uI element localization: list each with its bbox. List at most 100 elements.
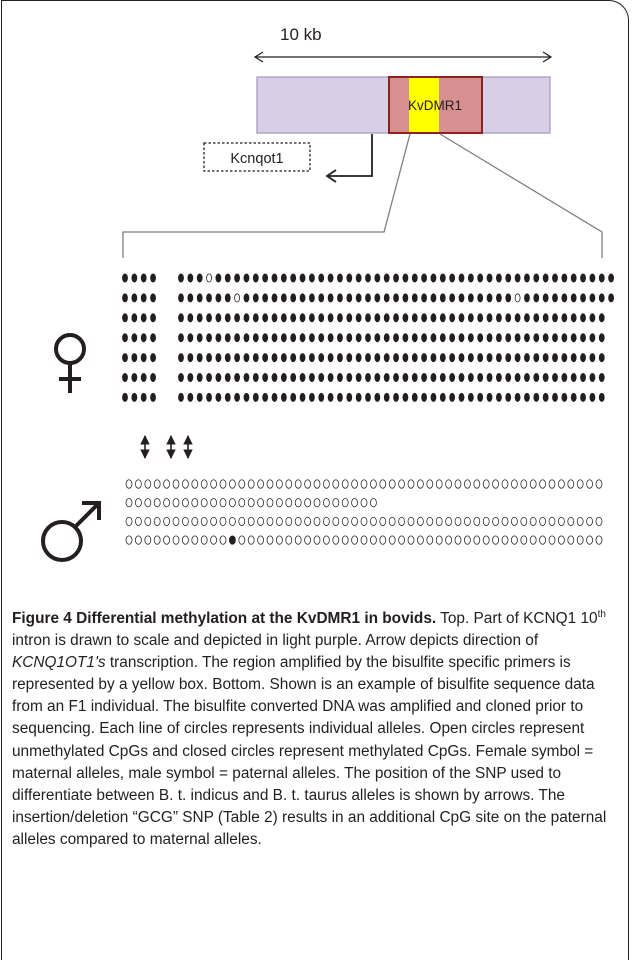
methylated-cpg [178, 273, 184, 283]
methylated-cpg [486, 392, 493, 402]
methylated-cpg [542, 293, 549, 303]
methylated-cpg [327, 372, 334, 382]
unmethylated-cpg [182, 535, 189, 545]
unmethylated-cpg [558, 479, 565, 489]
methylated-cpg [533, 353, 540, 363]
methylated-cpg [206, 313, 212, 323]
methylated-cpg [486, 273, 493, 283]
methylated-cpg [318, 333, 325, 343]
unmethylated-cpg [276, 479, 283, 489]
unmethylated-cpg [501, 479, 509, 489]
unmethylated-cpg [276, 516, 283, 526]
caption-superscript: th [597, 609, 606, 620]
unmethylated-cpg [407, 535, 415, 545]
unmethylated-cpg [304, 535, 311, 545]
methylated-cpg [598, 273, 605, 283]
methylated-cpg [421, 392, 428, 402]
methylated-cpg [122, 353, 128, 363]
unmethylated-cpg [426, 479, 434, 489]
unmethylated-cpg [135, 479, 142, 489]
methylated-cpg [533, 293, 540, 303]
figure-diagram: 10 kb KvDMR1 Kcnqot1 [41, 25, 614, 562]
methylated-cpg [514, 392, 521, 402]
methylated-cpg [355, 372, 362, 382]
methylated-cpg [252, 353, 259, 363]
methylated-cpg [150, 333, 156, 343]
methylated-cpg [299, 313, 306, 323]
methylated-cpg [439, 353, 446, 363]
methylated-cpg [430, 392, 437, 402]
methylated-cpg [150, 293, 156, 303]
methylated-cpg [458, 313, 465, 323]
methylated-cpg [505, 313, 512, 323]
methylated-cpg [552, 353, 558, 363]
unmethylated-cpg [398, 535, 405, 545]
methylated-cpg [495, 392, 502, 402]
unmethylated-cpg [163, 516, 170, 526]
unmethylated-cpg [445, 535, 452, 545]
methylated-cpg [318, 313, 325, 323]
methylated-cpg [439, 273, 446, 283]
unmethylated-cpg [426, 516, 434, 526]
unmethylated-cpg [548, 535, 556, 545]
unmethylated-cpg [219, 498, 227, 508]
methylated-cpg [337, 293, 343, 303]
methylated-cpg [206, 333, 212, 343]
methylated-cpg [505, 333, 512, 343]
methylated-cpg [449, 392, 456, 402]
caption-text: Top. Part of KCNQ1 10 [436, 610, 598, 627]
methylated-cpg [318, 372, 325, 382]
methylated-cpg [280, 392, 287, 402]
methylated-cpg [299, 333, 306, 343]
scale-arrow-right-head [542, 51, 553, 63]
methylated-cpg [524, 273, 530, 283]
methylated-cpg [346, 372, 353, 382]
methylated-cpg [477, 372, 484, 382]
methylated-cpg [561, 273, 568, 283]
unmethylated-cpg [238, 498, 246, 508]
kcnqot1-box [203, 142, 311, 172]
methylated-cpg [178, 313, 184, 323]
methylated-cpg [580, 392, 586, 402]
methylated-cpg [570, 372, 577, 382]
methylated-cpg [150, 313, 156, 323]
unmethylated-cpg [435, 535, 443, 545]
unmethylated-cpg [257, 516, 264, 526]
methylated-cpg [224, 313, 231, 323]
unmethylated-cpg [294, 516, 302, 526]
methylated-cpg [495, 313, 502, 323]
unmethylated-cpg [426, 535, 434, 545]
unmethylated-cpg [266, 498, 274, 508]
unmethylated-cpg [539, 535, 546, 545]
methylated-cpg [346, 273, 353, 283]
unmethylated-cpg [172, 479, 180, 489]
unmethylated-cpg [501, 535, 509, 545]
methylated-cpg [486, 372, 493, 382]
methylated-cpg [280, 293, 287, 303]
methylated-cpg [580, 293, 586, 303]
methylated-cpg [290, 333, 297, 343]
methylated-cpg [178, 372, 184, 382]
methylated-cpg [140, 273, 147, 283]
methylated-cpg [411, 333, 418, 343]
methylated-cpg [570, 293, 577, 303]
methylated-cpg [337, 313, 343, 323]
unmethylated-cpg [464, 535, 471, 545]
methylated-cpg [337, 353, 343, 363]
unmethylated-cpg [341, 516, 349, 526]
methylated-cpg [402, 293, 409, 303]
unmethylated-cpg [539, 479, 546, 489]
unmethylated-cpg [435, 516, 443, 526]
unmethylated-cpg [351, 516, 358, 526]
methylated-cpg [383, 353, 390, 363]
maternal-alleles [122, 273, 614, 402]
unmethylated-cpg [370, 498, 377, 508]
allele-row [125, 498, 377, 508]
unmethylated-cpg [234, 293, 241, 303]
unmethylated-cpg [417, 479, 424, 489]
methylated-cpg [318, 273, 325, 283]
unmethylated-cpg [501, 516, 509, 526]
methylated-cpg [196, 372, 203, 382]
unmethylated-cpg [388, 479, 396, 489]
